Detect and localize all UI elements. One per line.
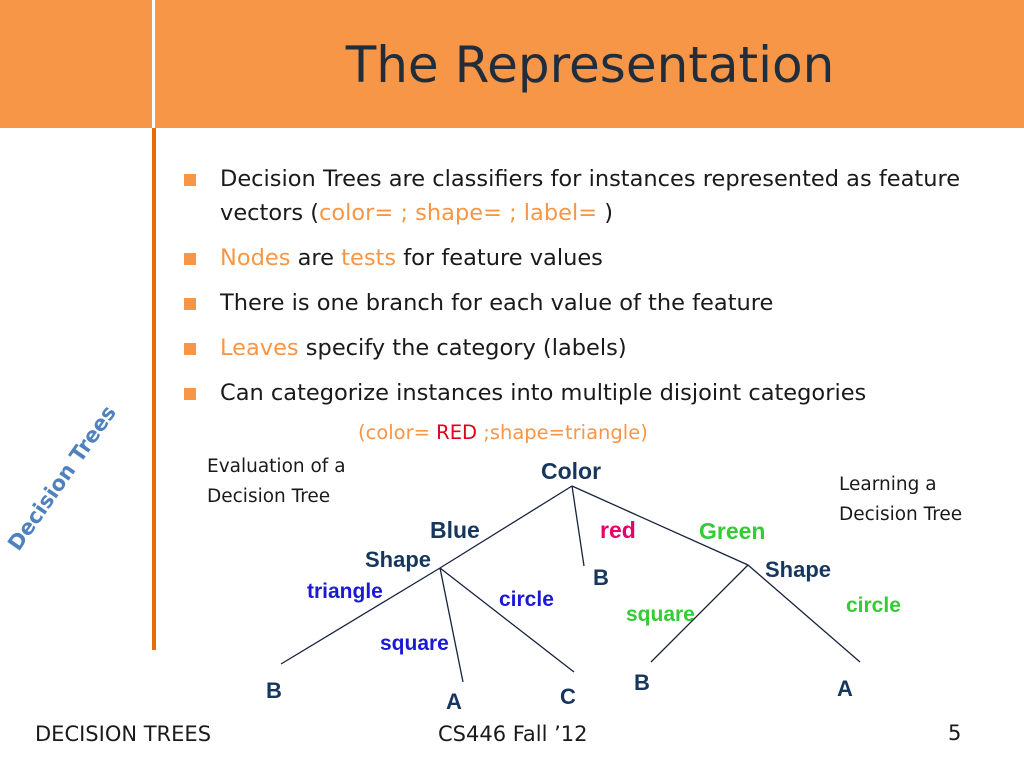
learning-note-line: Decision Tree	[839, 504, 963, 525]
side-rule	[152, 128, 156, 650]
bullet-text: are	[290, 245, 342, 271]
bullet-text: )	[597, 200, 614, 226]
bullet-square-icon	[184, 174, 196, 186]
bullet-text: for feature values	[396, 245, 603, 271]
page-number: 5	[948, 721, 962, 745]
bullet-item: Leaves specify the category (labels)	[184, 331, 994, 365]
tree-leaf-circle: C	[560, 684, 576, 709]
edge-shape-triangle	[280, 567, 441, 665]
edge-label-right-circle: circle	[846, 594, 901, 617]
edge-label-triangle: triangle	[307, 580, 383, 603]
edge-shape-square	[439, 567, 464, 683]
bullet-square-icon	[184, 343, 196, 355]
bullet-item: Decision Trees are classifiers for insta…	[184, 162, 994, 230]
tree-leaf-red: B	[593, 565, 609, 590]
bullet-list: Decision Trees are classifiers for insta…	[184, 162, 994, 421]
example-red-value: RED	[436, 421, 478, 444]
edge-label-circle: circle	[499, 588, 554, 611]
bullet-item: Nodes are tests for feature values	[184, 241, 994, 275]
tree-root-node: Color	[541, 458, 602, 484]
edge-label-square: square	[380, 632, 449, 655]
footer-course: CS446 Fall ’12	[438, 722, 588, 746]
tree-node-shape-right: Shape	[765, 557, 832, 582]
bullet-text: Decision Trees are classifiers for insta…	[220, 166, 961, 226]
highlighted-term: tests	[341, 245, 397, 271]
highlighted-term: Leaves	[220, 335, 299, 361]
edge-color-red	[571, 485, 585, 567]
bullet-text: Can categorize instances into multiple d…	[220, 380, 867, 406]
bullet-text: specify the category (labels)	[298, 335, 627, 361]
bullet-square-icon	[184, 253, 196, 265]
learning-note-line: Learning a	[839, 474, 937, 495]
highlighted-term: color= ; shape= ; label=	[319, 200, 598, 226]
bullet-square-icon	[184, 298, 196, 310]
edge-label-right-square: square	[626, 603, 695, 626]
branch-label-green: Green	[699, 518, 766, 544]
edge-right-circle	[747, 564, 861, 663]
footer-section-title: DECISION TREES	[35, 722, 212, 746]
tree-leaf-triangle: B	[266, 678, 282, 703]
edge-right-square	[650, 564, 749, 663]
tree-leaf-right-square: B	[634, 670, 650, 695]
edge-color-green	[571, 485, 749, 566]
slide-title: The Representation	[345, 36, 835, 94]
example-suffix: ;shape=triangle)	[477, 421, 648, 444]
edge-color-blue	[439, 485, 573, 569]
evaluation-note: Evaluation of a Decision Tree	[207, 452, 346, 512]
evaluation-note-line: Decision Tree	[207, 486, 331, 507]
learning-note: Learning a Decision Tree	[839, 470, 962, 530]
bullet-item: Can categorize instances into multiple d…	[184, 376, 994, 410]
tree-leaf-square: A	[446, 689, 462, 714]
highlighted-term: Nodes	[220, 245, 291, 271]
tree-node-shape-left: Shape	[365, 547, 432, 572]
branch-label-red: red	[600, 517, 636, 543]
example-prefix: (color=	[358, 421, 437, 444]
title-divider	[152, 0, 155, 128]
title-bar	[0, 0, 1024, 128]
tree-leaf-right-circle: A	[837, 676, 853, 701]
evaluation-note-line: Evaluation of a	[207, 456, 346, 477]
bullet-square-icon	[184, 388, 196, 400]
branch-label-blue: Blue	[430, 517, 480, 543]
bullet-item: There is one branch for each value of th…	[184, 286, 994, 320]
edge-shape-circle	[439, 567, 575, 673]
bullet-text: There is one branch for each value of th…	[220, 290, 774, 316]
example-instance: (color= RED ;shape=triangle)	[358, 421, 648, 444]
